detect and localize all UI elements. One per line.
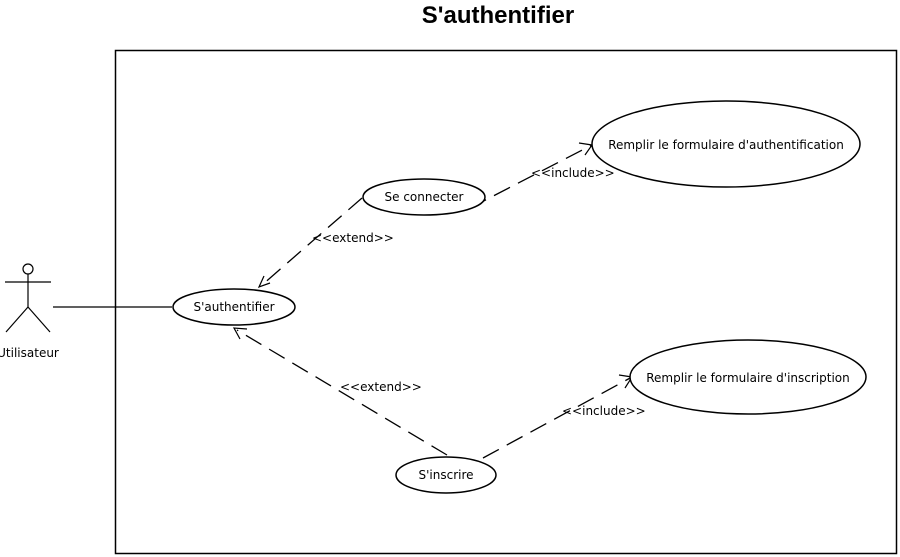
- include-auth-arrowhead: [578, 142, 594, 156]
- use-case-form-inscription-label: Remplir le formulaire d'inscription: [646, 371, 849, 385]
- use-case-authentifier[interactable]: [172, 288, 296, 326]
- use-case-inscrire[interactable]: [395, 456, 497, 494]
- system-boundary: [114, 49, 898, 555]
- actor-right-leg: [27, 306, 51, 333]
- actor-head: [22, 263, 34, 275]
- use-case-form-auth[interactable]: [591, 100, 861, 188]
- use-case-form-auth-label: Remplir le formulaire d'authentification: [608, 138, 844, 152]
- actor-label: Utilisateur: [0, 346, 59, 360]
- extend-inscrire-arrowhead: [232, 327, 248, 340]
- actor-left-leg: [5, 306, 29, 333]
- include-inscription-label: <<include>>: [562, 404, 646, 418]
- extend-connecter-label: <<extend>>: [312, 231, 394, 245]
- include-inscription-line: [482, 376, 633, 459]
- include-auth-label: <<include>>: [531, 166, 615, 180]
- extend-inscrire-label: <<extend>>: [340, 380, 422, 394]
- extend-connecter-line: [261, 197, 363, 286]
- diagram-title: S'authentifier: [421, 2, 575, 29]
- actor-utilisateur[interactable]: [5, 263, 51, 333]
- extend-inscrire-line: [236, 329, 448, 456]
- use-case-inscrire-label: S'inscrire: [418, 468, 473, 482]
- use-case-connecter-label: Se connecter: [385, 190, 464, 204]
- include-auth-line: [469, 144, 593, 209]
- extend-connecter-arrowhead: [257, 275, 271, 289]
- use-case-authentifier-label: S'authentifier: [193, 300, 274, 314]
- use-case-connecter[interactable]: [362, 178, 486, 216]
- use-case-form-inscription[interactable]: [629, 339, 867, 415]
